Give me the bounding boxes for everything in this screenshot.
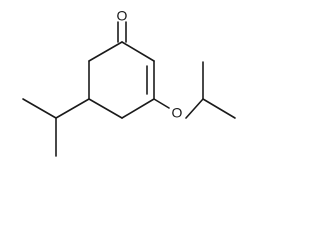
ether-oxygen-label: O: [172, 105, 183, 121]
bond-c6-c1: [88, 41, 123, 62]
bond-c3-c4: [121, 98, 155, 119]
carbonyl-oxygen-label: O: [117, 8, 128, 24]
bond-c5-isopropyl-ch: [55, 98, 90, 119]
bond-isopropoxy-methyl-right: [202, 98, 236, 119]
bond-isopropyl-methyl-left: [22, 98, 57, 119]
chemical-structure-diagram: O O: [22, 8, 236, 157]
bond-c1-c2: [121, 41, 155, 62]
bond-c4-c5: [88, 98, 123, 119]
bond-c3-ether-oxygen: [153, 98, 170, 109]
bond-ether-oxygen-ch: [185, 98, 204, 119]
